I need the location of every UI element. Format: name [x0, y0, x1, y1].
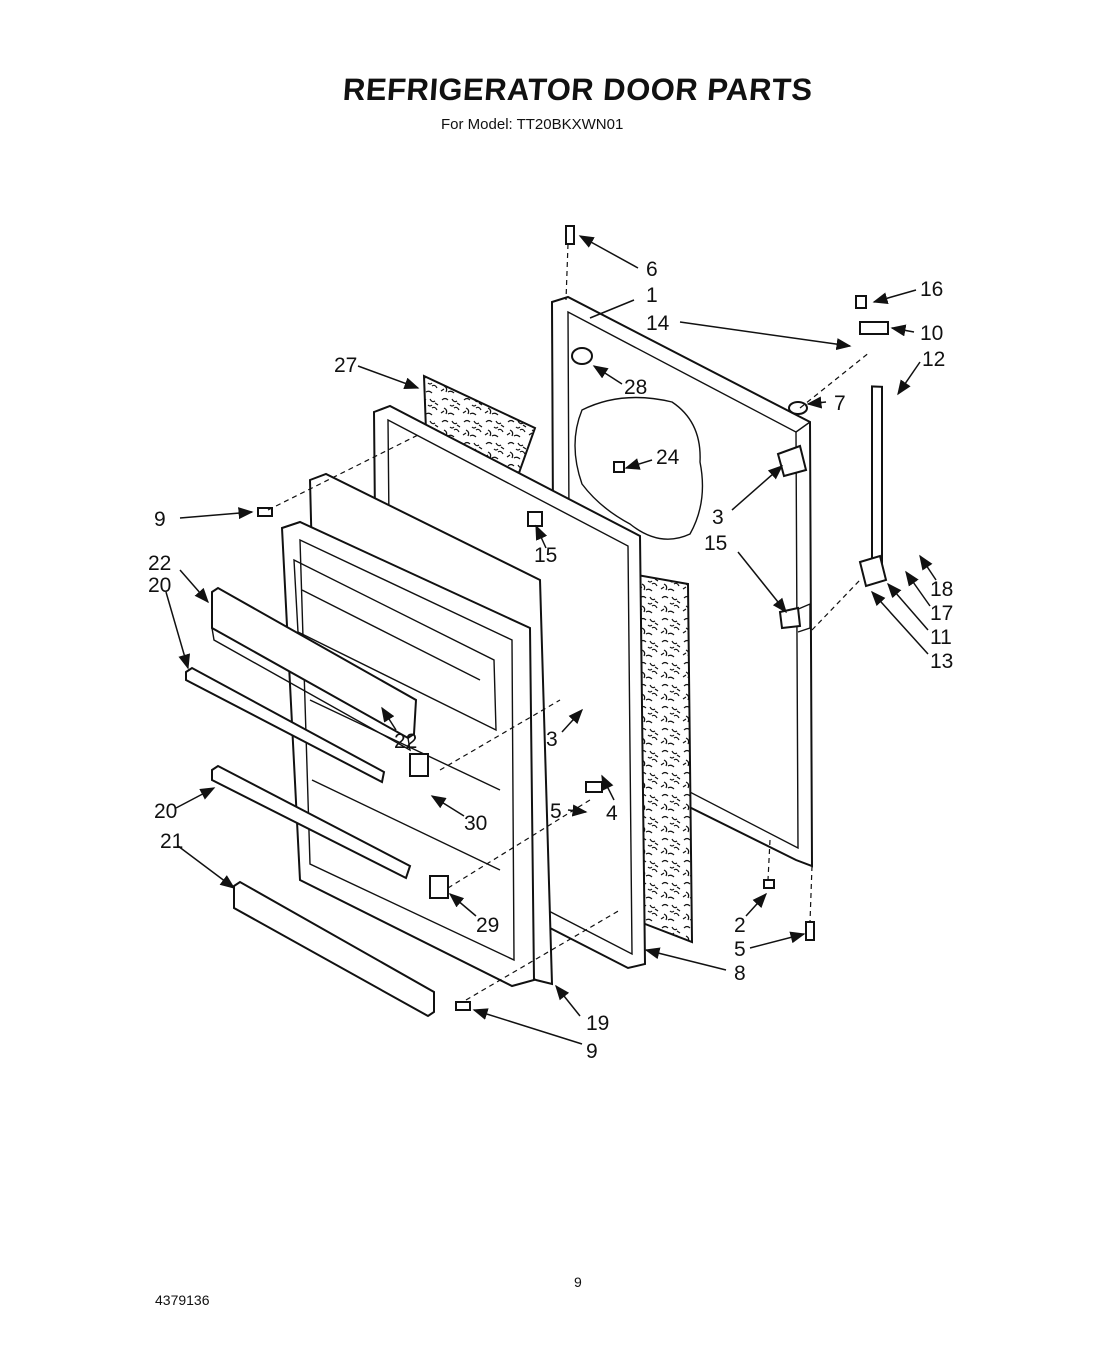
- callout-17: 17: [930, 602, 953, 625]
- callout-13: 13: [930, 650, 953, 673]
- callout-24: 24: [656, 446, 680, 469]
- callout-5-lower: 5: [550, 800, 562, 823]
- callout-3-lower: 3: [546, 728, 558, 751]
- leader-lines: [165, 235, 937, 1045]
- model-subtitle: For Model: TT20BKXWN01: [441, 116, 624, 133]
- callout-18: 18: [930, 578, 953, 601]
- callout-28: 28: [624, 376, 647, 399]
- callout-19: 19: [586, 1012, 609, 1035]
- callout-6: 6: [646, 258, 658, 281]
- callout-12: 12: [922, 348, 945, 371]
- callout-14: 14: [646, 312, 670, 335]
- callout-labels: 6 1 14 16 10 12 27 28 7 24 9 15 3 15 22 …: [148, 258, 953, 1063]
- door-shelves: [185, 586, 435, 1018]
- callout-1: 1: [646, 284, 658, 307]
- callout-20-lower: 20: [154, 800, 177, 823]
- hinge-hardware: [257, 225, 889, 1011]
- callout-27: 27: [334, 354, 357, 377]
- assembly-lines: [267, 243, 871, 1001]
- callout-22-lower: 22: [394, 730, 417, 753]
- callout-11: 11: [930, 626, 952, 649]
- callout-9-bottom: 9: [586, 1040, 598, 1063]
- callout-7: 7: [834, 392, 846, 415]
- callout-21: 21: [160, 830, 183, 853]
- callout-10: 10: [920, 322, 943, 345]
- callout-15-right: 15: [704, 532, 727, 555]
- document-number: 4379136: [155, 1292, 210, 1308]
- callout-9-top: 9: [154, 508, 166, 531]
- page-number: 9: [574, 1274, 582, 1290]
- callout-22-top: 22: [148, 552, 171, 575]
- callout-16: 16: [920, 278, 943, 301]
- callout-8: 8: [734, 962, 746, 985]
- callout-2: 2: [734, 914, 746, 937]
- callout-15-left: 15: [534, 544, 557, 567]
- callout-20-top: 20: [148, 574, 171, 597]
- callout-3-right: 3: [712, 506, 724, 529]
- callout-29: 29: [476, 914, 499, 937]
- callout-4: 4: [606, 802, 618, 825]
- callout-5-bottom: 5: [734, 938, 746, 961]
- callout-30: 30: [464, 812, 487, 835]
